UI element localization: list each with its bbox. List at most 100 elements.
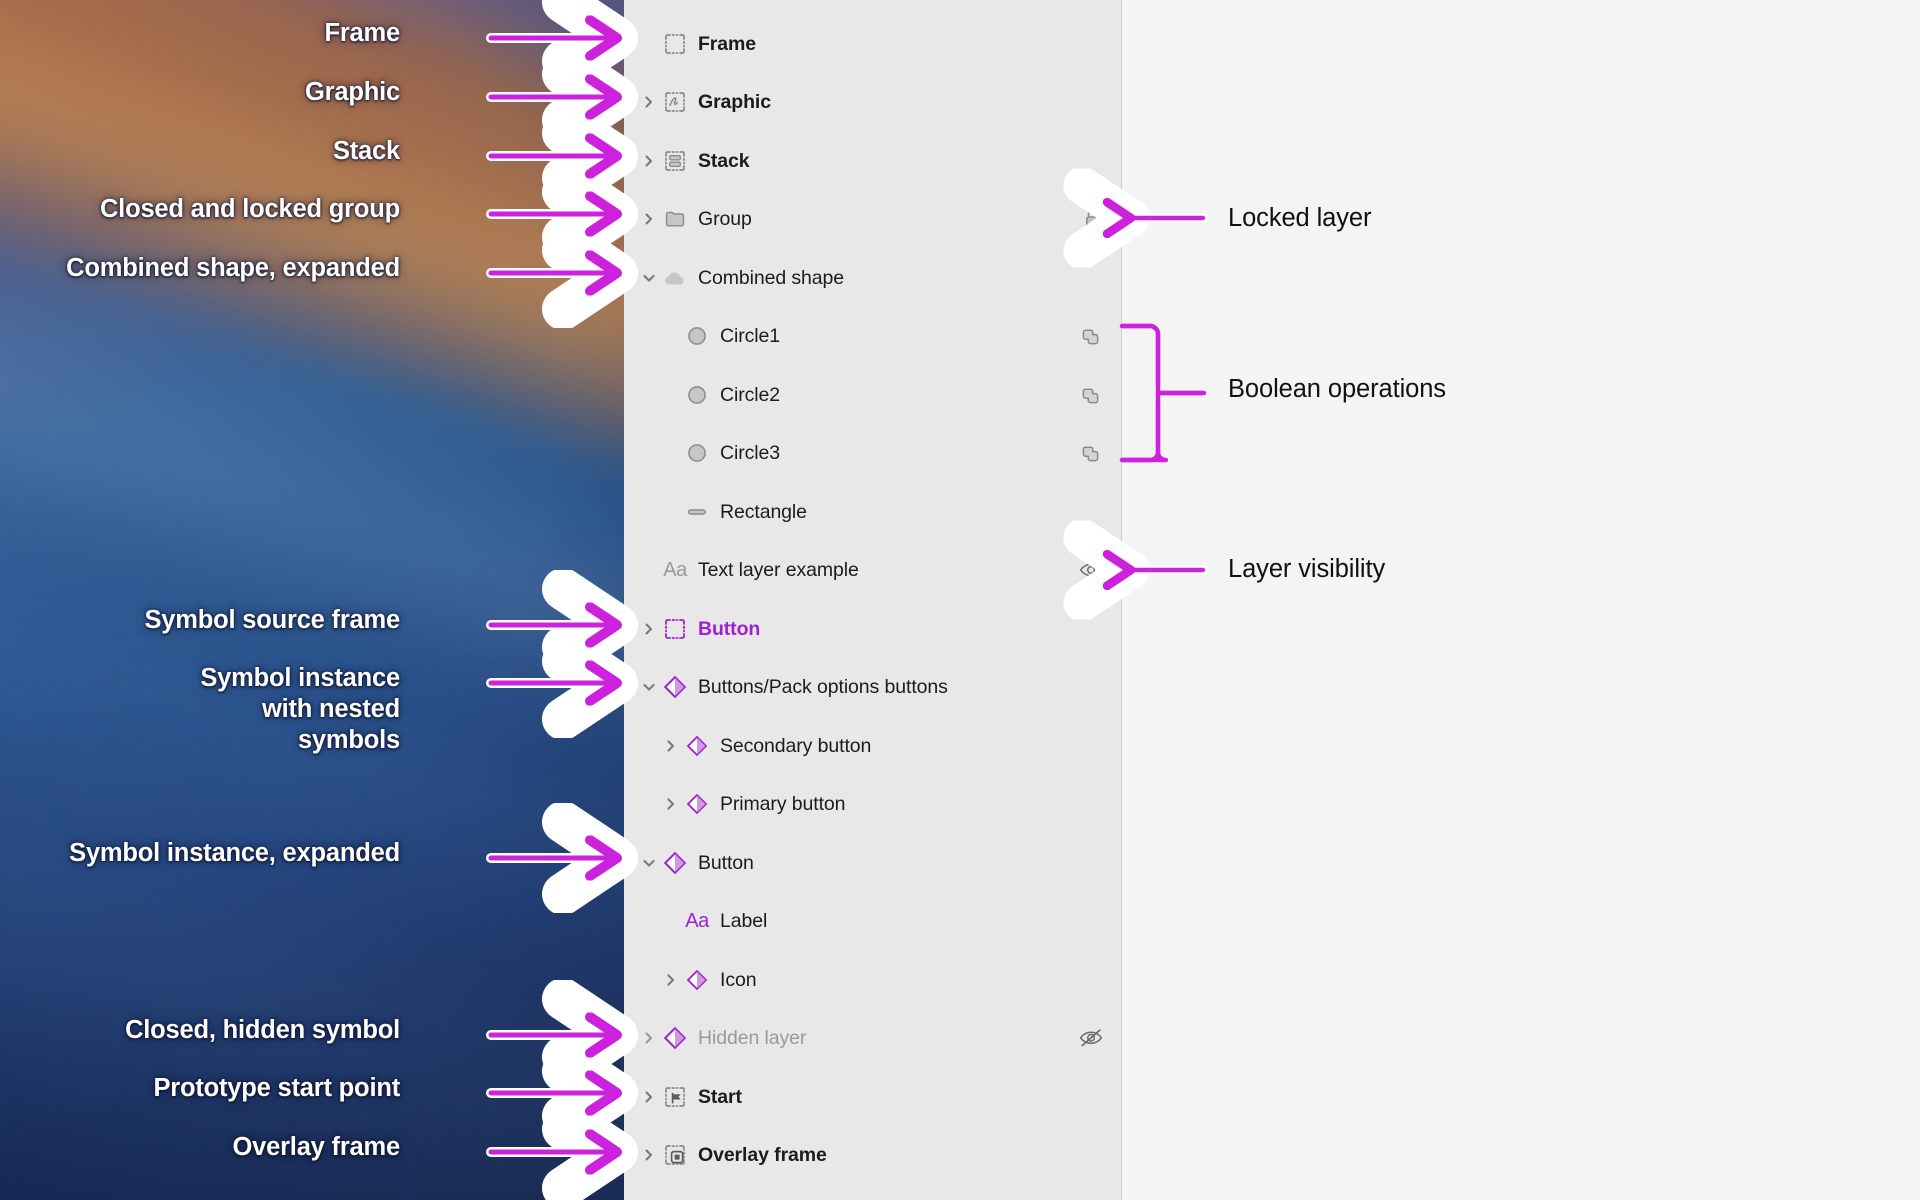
layer-row-start[interactable]: Start	[624, 1074, 1122, 1120]
annotation-right-layer-visibility: Layer visibility	[1228, 555, 1386, 583]
boolean-union-icon[interactable]	[1080, 313, 1104, 359]
layer-row-button-source[interactable]: Button	[624, 606, 1122, 652]
layer-name: Text layer example	[698, 558, 859, 581]
chevron-right-icon[interactable]	[638, 196, 660, 242]
symbol-diamond-icon	[660, 672, 690, 702]
symbol-diamond-icon	[682, 965, 712, 995]
boolean-union-icon[interactable]	[1080, 372, 1104, 418]
annotation-left-prototype-start-point: Prototype start point	[153, 1074, 400, 1102]
annotation-left-symbol-instance-nested: Symbol instance with nested symbols	[200, 664, 400, 754]
annotation-left-symbol-source-frame: Symbol source frame	[144, 606, 400, 634]
layer-name: Graphic	[698, 90, 771, 113]
layer-row-graphic[interactable]: Graphic	[624, 79, 1122, 125]
layer-row-group[interactable]: Group	[624, 196, 1122, 242]
boolean-union-icon[interactable]	[1080, 430, 1104, 476]
annotation-left-overlay-frame: Overlay frame	[232, 1133, 400, 1161]
annotation-left-stack: Stack	[332, 137, 400, 165]
chevron-right-icon[interactable]	[660, 723, 682, 769]
wallpaper-background	[0, 0, 624, 1200]
lock-icon[interactable]	[1082, 196, 1104, 242]
chevron-right-icon[interactable]	[638, 79, 660, 125]
layer-name: Label	[720, 909, 768, 932]
layer-row-rectangle[interactable]: Rectangle	[624, 489, 1122, 535]
layer-row-text-layer-example[interactable]: Aa Text layer example	[624, 547, 1122, 593]
layers-panel: Frame Graphic Stack Group	[624, 0, 1122, 1200]
disclosure-none	[638, 21, 660, 67]
rectangle-icon	[682, 497, 712, 527]
layer-row-primary-button[interactable]: Primary button	[624, 781, 1122, 827]
symbol-diamond-icon	[660, 848, 690, 878]
disclosure-none	[660, 430, 682, 476]
annotation-right-locked-layer: Locked layer	[1228, 204, 1372, 232]
overlay-frame-icon	[660, 1140, 690, 1170]
layer-name: Frame	[698, 32, 757, 55]
chevron-right-icon[interactable]	[660, 957, 682, 1003]
layer-name: Secondary button	[720, 734, 872, 757]
symbol-diamond-icon	[682, 731, 712, 761]
disclosure-none	[660, 489, 682, 535]
eye-hidden-icon[interactable]	[1078, 1015, 1104, 1061]
layer-row-hidden-layer[interactable]: Hidden layer	[624, 1015, 1122, 1061]
circle-icon	[682, 438, 712, 468]
chevron-down-icon[interactable]	[638, 664, 660, 710]
layer-name: Rectangle	[720, 500, 807, 523]
layer-name: Buttons/Pack options buttons	[698, 675, 948, 698]
disclosure-none	[660, 313, 682, 359]
layer-row-secondary-button[interactable]: Secondary button	[624, 723, 1122, 769]
layer-row-button-instance[interactable]: Button	[624, 840, 1122, 886]
layer-row-frame[interactable]: Frame	[624, 21, 1122, 67]
text-aa-purple-icon: Aa	[685, 909, 709, 932]
annotation-left-graphic: Graphic	[305, 78, 400, 106]
bracket-boolean-operations-bottom	[1119, 398, 1161, 463]
layer-name: Circle1	[720, 324, 780, 347]
text-aa-icon: Aa	[663, 558, 687, 581]
annotation-left-frame: Frame	[324, 19, 400, 47]
chevron-right-icon[interactable]	[638, 1074, 660, 1120]
annotation-left-combined-shape: Combined shape, expanded	[66, 254, 400, 282]
layer-name: Combined shape	[698, 266, 845, 289]
graphic-icon	[660, 87, 690, 117]
chevron-right-icon[interactable]	[638, 1132, 660, 1178]
layer-row-circle2[interactable]: Circle2	[624, 372, 1122, 418]
layer-row-combined-shape[interactable]: Combined shape	[624, 255, 1122, 301]
chevron-right-icon[interactable]	[638, 138, 660, 184]
layer-row-label[interactable]: Aa Label	[624, 898, 1122, 944]
layer-name: Button	[698, 851, 754, 874]
stack-icon	[660, 146, 690, 176]
chevron-down-icon[interactable]	[638, 255, 660, 301]
frame-icon	[660, 29, 690, 59]
chevron-right-icon[interactable]	[660, 781, 682, 827]
layer-row-stack[interactable]: Stack	[624, 138, 1122, 184]
layer-name: Primary button	[720, 792, 846, 815]
layer-name: Group	[698, 207, 752, 230]
layer-name: Circle2	[720, 383, 780, 406]
wallpaper-vignette	[0, 0, 624, 1200]
layer-row-circle1[interactable]: Circle1	[624, 313, 1122, 359]
chevron-right-icon[interactable]	[638, 606, 660, 652]
layer-row-overlay-frame[interactable]: Overlay frame	[624, 1132, 1122, 1178]
eye-visible-icon[interactable]	[1078, 547, 1104, 593]
symbol-diamond-icon	[682, 789, 712, 819]
annotation-left-closed-hidden-symbol: Closed, hidden symbol	[125, 1016, 400, 1044]
annotation-left-closed-locked-group: Closed and locked group	[99, 195, 400, 223]
layer-row-icon[interactable]: Icon	[624, 957, 1122, 1003]
layer-row-buttons-pack-options[interactable]: Buttons/Pack options buttons	[624, 664, 1122, 710]
circle-icon	[682, 321, 712, 351]
disclosure-none	[660, 372, 682, 418]
disclosure-none	[660, 898, 682, 944]
circle-icon	[682, 380, 712, 410]
layer-name: Circle3	[720, 441, 780, 464]
start-flag-icon	[660, 1082, 690, 1112]
chevron-right-icon[interactable]	[638, 1015, 660, 1061]
symbol-diamond-icon	[660, 1023, 690, 1053]
layer-name: Start	[698, 1085, 742, 1108]
bracket-boolean-operations	[1119, 323, 1205, 463]
layer-row-circle3[interactable]: Circle3	[624, 430, 1122, 476]
chevron-down-icon[interactable]	[638, 840, 660, 886]
disclosure-none	[638, 547, 660, 593]
layer-name: Icon	[720, 968, 757, 991]
bracket-boolean-operations-top	[1119, 323, 1161, 388]
layer-name: Hidden layer	[698, 1026, 807, 1049]
annotation-right-boolean-operations: Boolean operations	[1228, 375, 1446, 403]
layer-name: Overlay frame	[698, 1143, 827, 1166]
